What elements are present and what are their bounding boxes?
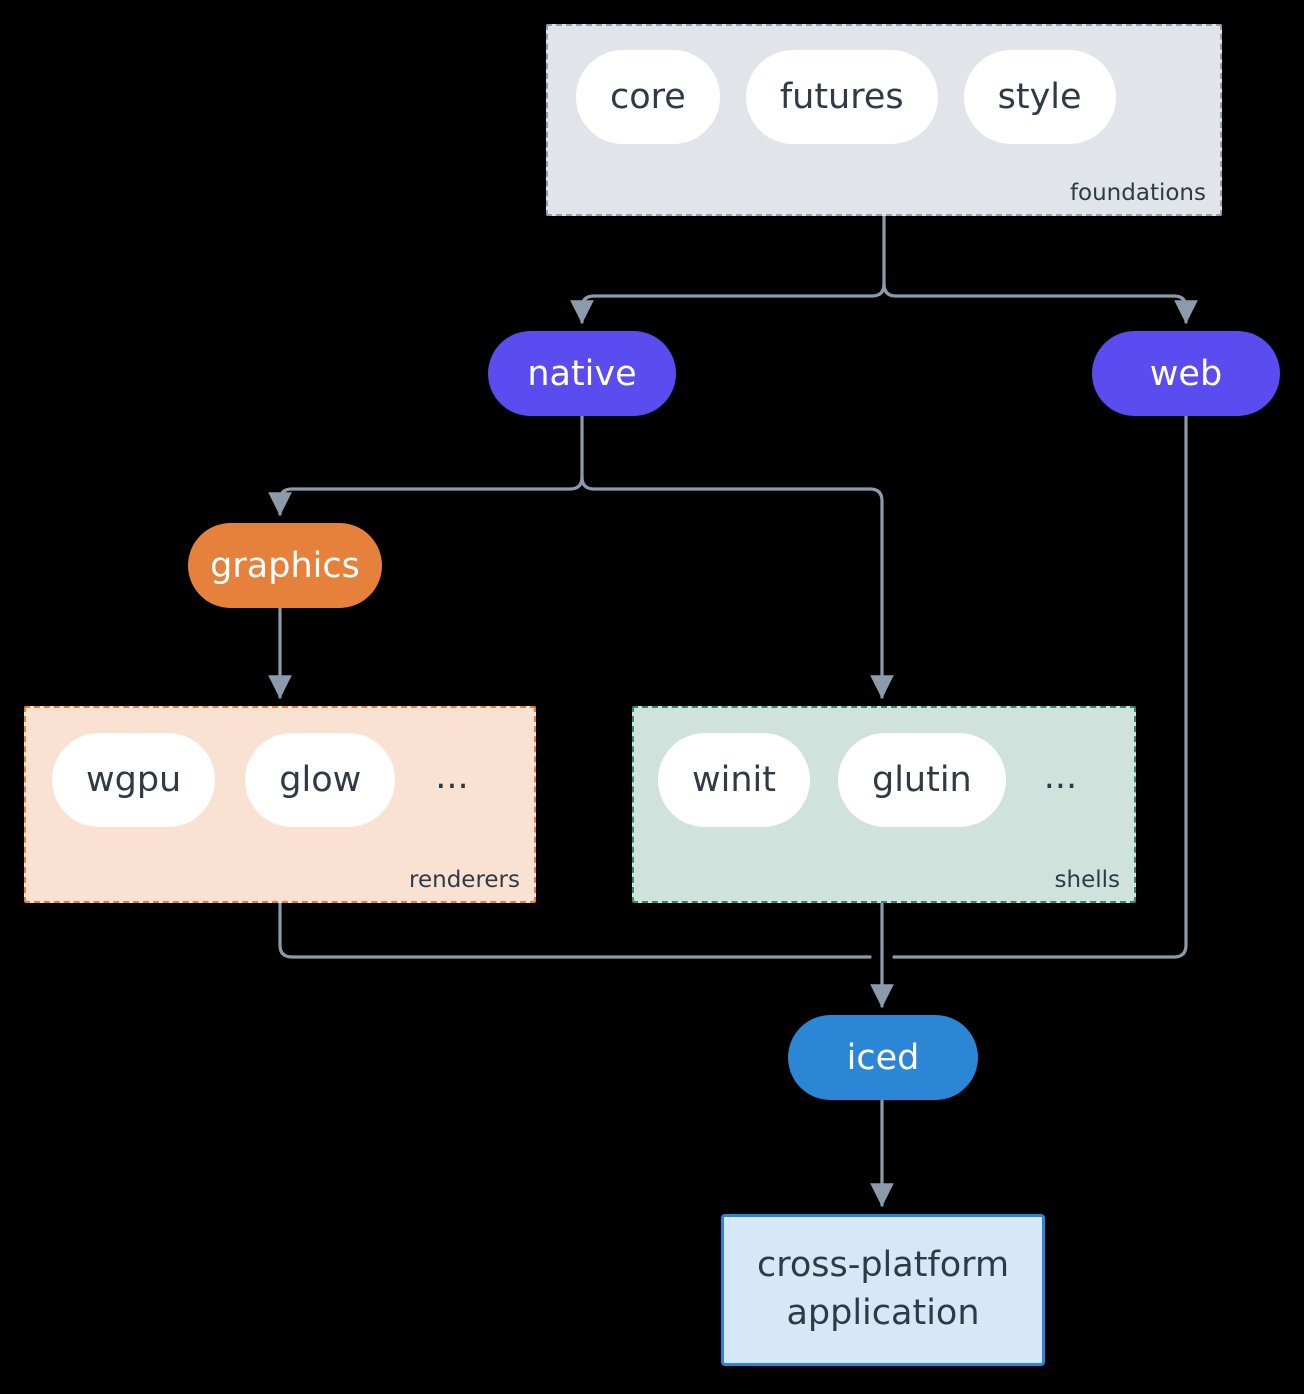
- node-core[interactable]: core: [576, 50, 720, 144]
- subgraph-label-renderers: renderers: [409, 867, 520, 893]
- subgraph-foundations: core futures style foundations: [546, 24, 1222, 216]
- edge-foundations-web: [882, 282, 1198, 324]
- node-wgpu[interactable]: wgpu: [52, 733, 216, 827]
- node-iced[interactable]: iced: [788, 1015, 978, 1100]
- node-cross-platform-application[interactable]: cross-platform application: [721, 1214, 1045, 1366]
- edge-foundations-native: [570, 282, 886, 324]
- shells-more-ellipsis: ...: [1043, 756, 1078, 797]
- node-glutin[interactable]: glutin: [837, 733, 1006, 827]
- app-label-line2: application: [786, 1293, 980, 1333]
- shells-node-row: winit glutin ...: [658, 733, 1087, 827]
- node-native[interactable]: native: [488, 331, 676, 416]
- edge-native-graphics: [268, 475, 584, 516]
- node-glow[interactable]: glow: [245, 733, 396, 827]
- edge-renderers-iced: [278, 901, 872, 959]
- renderers-node-row: wgpu glow ...: [52, 733, 479, 827]
- node-graphics[interactable]: graphics: [188, 523, 382, 608]
- node-style[interactable]: style: [963, 50, 1116, 144]
- renderers-more-ellipsis: ...: [435, 756, 469, 797]
- subgraph-label-foundations: foundations: [1069, 180, 1206, 206]
- edge-native-shells: [580, 475, 894, 699]
- foundations-node-row: core futures style: [576, 50, 1116, 144]
- app-label-line1: cross-platform: [756, 1245, 1010, 1286]
- node-winit[interactable]: winit: [658, 733, 810, 827]
- subgraph-shells: winit glutin ... shells: [632, 706, 1136, 903]
- subgraph-label-shells: shells: [1054, 867, 1120, 893]
- node-futures[interactable]: futures: [745, 50, 938, 144]
- subgraph-renderers: wgpu glow ... renderers: [24, 706, 536, 903]
- node-web[interactable]: web: [1092, 331, 1280, 416]
